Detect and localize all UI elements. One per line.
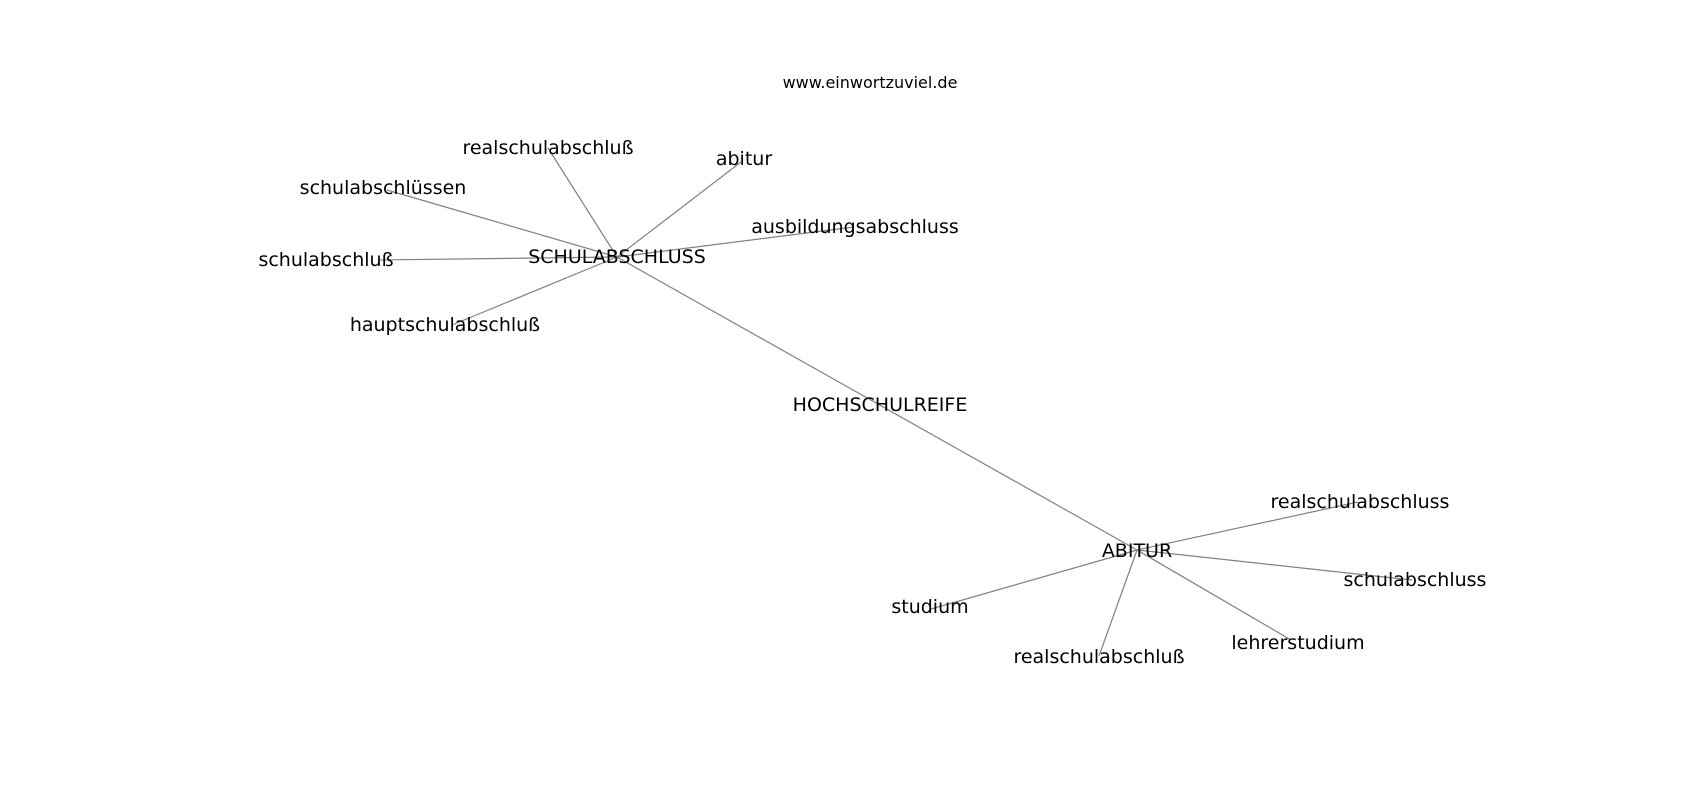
edge-schulabschluss_main-schulabschluss_sharp <box>377 256 618 261</box>
node-label-realschulabschluss: realschulabschluss <box>1271 491 1450 513</box>
node-label-realschulabschluss_sharp_1: realschulabschluß <box>462 137 633 159</box>
node-label-hauptschulabschluss_sharp: hauptschulabschluß <box>350 314 540 336</box>
site-caption: www.einwortzuviel.de <box>783 73 958 92</box>
labels-layer: SCHULABSCHLUSS HOCHSCHULREIFE ABITUR realsc… <box>258 137 1486 668</box>
edge-schulabschluss_main-schulabschluessen <box>386 189 618 258</box>
edge-abitur_main-realschulabschluss_sharp_2 <box>1098 549 1138 657</box>
edge-abitur_main-lehrerstudium <box>1136 549 1292 641</box>
edge-abitur_main-realschulabschluss <box>1136 501 1359 551</box>
node-label-abitur_main: ABITUR <box>1102 540 1172 562</box>
edge-abitur_main-studium <box>930 549 1138 610</box>
edge-schulabschluss_main-abitur_main <box>616 256 1138 551</box>
node-label-schulabschluss_main: SCHULABSCHLUSS <box>528 246 706 268</box>
edge-schulabschluss_main-realschulabschluss_sharp_1 <box>547 147 618 258</box>
node-label-hochschulreife: HOCHSCHULREIFE <box>793 394 968 416</box>
node-label-abitur_lower: abitur <box>716 148 772 170</box>
node-label-lehrerstudium: lehrerstudium <box>1231 632 1364 654</box>
edges-layer <box>377 147 1413 657</box>
node-label-schulabschluss_lower: schulabschluss <box>1344 569 1487 591</box>
node-label-ausbildungsabschluss: ausbildungsabschluss <box>751 216 959 238</box>
edge-schulabschluss_main-hauptschulabschluss_sharp <box>451 256 618 326</box>
node-label-schulabschluessen: schulabschlüssen <box>300 177 467 199</box>
node-label-schulabschluss_sharp: schulabschluß <box>258 249 393 271</box>
edge-schulabschluss_main-ausbildungsabschluss <box>616 226 855 258</box>
edge-schulabschluss_main-abitur_lower <box>616 161 742 258</box>
node-label-realschulabschluss_sharp_2: realschulabschluß <box>1013 646 1184 668</box>
edge-abitur_main-schulabschluss_lower <box>1136 549 1413 581</box>
node-label-studium: studium <box>891 596 968 618</box>
